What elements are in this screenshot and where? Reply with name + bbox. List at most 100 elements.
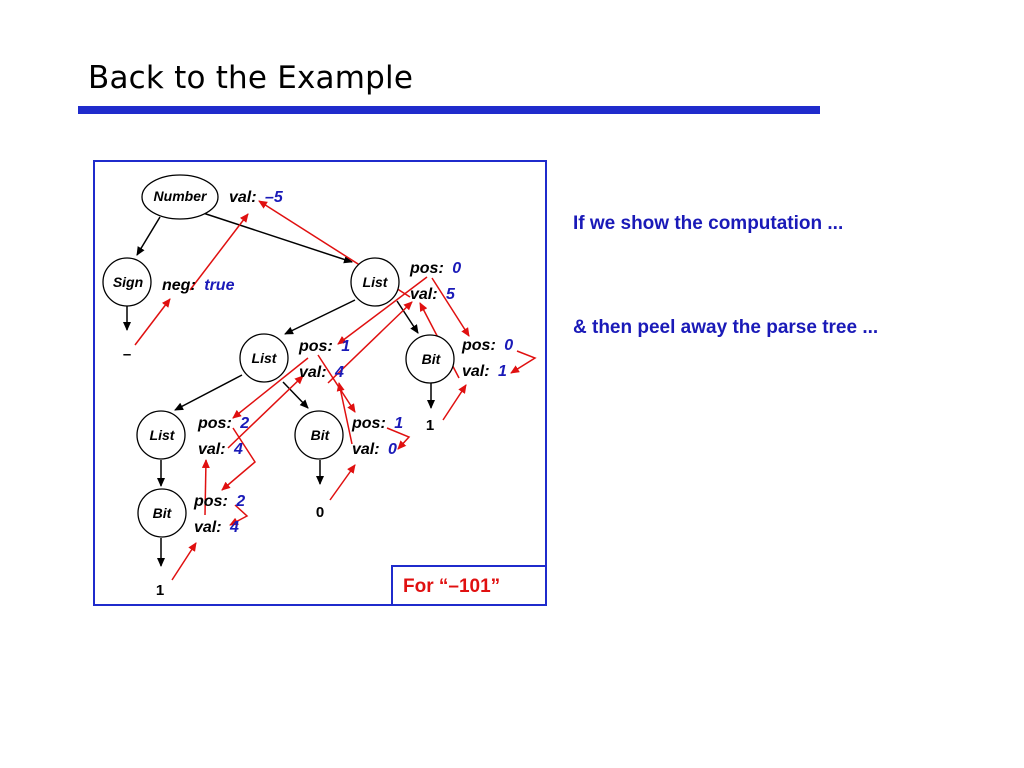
- attr-list-top-val: val: 5: [410, 286, 456, 303]
- attr-list-bottom-pos: pos: 2: [197, 415, 249, 432]
- title-rule: [78, 106, 820, 114]
- flow-pos0-to-bit-right-pos: [431, 277, 470, 337]
- node-bit-right-shape: [405, 334, 455, 384]
- flow-bit-right-pos-to-val: [510, 350, 537, 374]
- node-bit-right: Bit: [405, 334, 455, 384]
- attr-bit-right-val-value: 1: [498, 363, 507, 380]
- node-list-bottom-shape: [136, 410, 186, 460]
- node-sign: Sign: [102, 257, 152, 307]
- flow-bit-mid-leaf-to-val: [329, 464, 356, 501]
- attr-list-mid-pos-name: pos:: [298, 338, 333, 355]
- attr-bit-mid-pos-value: 1: [394, 415, 403, 432]
- attr-list-top-pos: pos: 0: [409, 260, 461, 277]
- attr-bit-bottom-pos: pos: 2: [193, 493, 245, 510]
- flow-list-bottom-val-to-list-mid-val: [227, 375, 304, 449]
- flow-list-mid-pos-to-list-bottom-pos: [232, 357, 309, 419]
- attr-sign-neg: neg: true: [162, 277, 235, 294]
- attr-list-mid-val-name: val:: [299, 364, 327, 381]
- node-bit-mid: Bit: [294, 410, 344, 460]
- node-bit-mid-shape: [294, 410, 344, 460]
- attr-bit-bottom-val-value: 4: [229, 519, 239, 536]
- attr-list-bottom-val-name: val:: [198, 441, 226, 458]
- attr-number-val-name: val:: [229, 189, 257, 206]
- node-bit-right-label: Bit: [422, 351, 442, 367]
- attr-number-val: val: –5: [229, 189, 284, 206]
- flow-list-mid-pos-to-bit-mid-pos: [317, 354, 356, 413]
- attr-sign-neg-value: true: [204, 277, 234, 294]
- attr-list-top-val-name: val:: [410, 286, 438, 303]
- node-bit-bottom: Bit: [137, 488, 187, 538]
- attr-list-bottom-pos-name: pos:: [197, 415, 232, 432]
- node-number-shape: [141, 174, 219, 220]
- attr-bit-bottom-pos-value: 2: [235, 493, 245, 510]
- edge-list-top-bit-right: [396, 300, 419, 334]
- edge-list-mid-list-bottom: [174, 374, 243, 411]
- attr-bit-right-val: val: 1: [462, 363, 507, 380]
- node-list-top-shape: [350, 257, 400, 307]
- attr-list-bottom-pos-value: 2: [239, 415, 249, 432]
- attr-list-top-pos-name: pos:: [409, 260, 444, 277]
- attr-bit-mid-pos: pos: 1: [351, 415, 403, 432]
- leaf-minus: –: [123, 346, 131, 363]
- attr-list-top-pos-value: 0: [452, 260, 461, 277]
- attr-bit-bottom-pos-name: pos:: [193, 493, 228, 510]
- flow-list-mid-val-to-list-top-val: [327, 301, 413, 384]
- flow-bit-bottom-leaf-to-val: [171, 542, 197, 581]
- node-bit-bottom-label: Bit: [153, 505, 173, 521]
- attr-bit-mid-pos-name: pos:: [351, 415, 386, 432]
- flow-bit-right-leaf-to-val: [442, 384, 467, 421]
- flow-sign-leaf-to-neg: [134, 298, 171, 346]
- edge-list-top-list-mid: [284, 299, 356, 335]
- attr-bit-right-pos-name: pos:: [461, 337, 496, 354]
- attr-bit-mid-val-name: val:: [352, 441, 380, 458]
- attr-bit-right-pos: pos: 0: [461, 337, 513, 354]
- attr-bit-bottom-val-name: val:: [194, 519, 222, 536]
- note-peel-tree: & then peel away the parse tree ...: [573, 317, 879, 338]
- edge-list-mid-bit-mid: [282, 381, 309, 409]
- attr-list-mid-val-value: 4: [334, 364, 344, 381]
- attr-bit-bottom-val: val: 4: [194, 519, 239, 536]
- caption-box: [391, 565, 547, 606]
- node-list-bottom-label: List: [150, 427, 176, 443]
- attr-bit-right-pos-value: 0: [504, 337, 513, 354]
- leaf-bit-bottom: 1: [156, 582, 164, 599]
- node-list-mid-label: List: [252, 350, 278, 366]
- node-bit-mid-label: Bit: [311, 427, 331, 443]
- tree-edges: [123, 212, 435, 567]
- edge-number-list: [202, 212, 353, 264]
- node-list-top: List: [350, 257, 400, 307]
- flow-bit-mid-val-to-list-mid-val: [336, 382, 353, 445]
- node-list-mid-shape: [239, 333, 289, 383]
- edge-number-sign: [136, 216, 161, 256]
- node-number-label: Number: [154, 188, 208, 204]
- flow-bit-bottom-pos-to-val: [229, 504, 249, 526]
- caption-for-input: For “–101”: [403, 576, 500, 597]
- attr-sign-neg-name: neg:: [162, 277, 196, 294]
- attr-number-val-value: –5: [265, 189, 284, 206]
- flow-neg-to-number-val: [189, 213, 249, 291]
- attr-list-mid-val: val: 4: [299, 364, 344, 381]
- note-computation: If we show the computation ...: [573, 213, 844, 234]
- attr-bit-mid-val: val: 0: [352, 441, 397, 458]
- attr-list-mid-pos: pos: 1: [298, 338, 350, 355]
- diagram-frame: [93, 160, 547, 606]
- node-sign-label: Sign: [113, 274, 143, 290]
- node-list-top-label: List: [363, 274, 389, 290]
- attr-list-bottom-val: val: 4: [198, 441, 243, 458]
- leaf-bit-mid: 0: [316, 504, 324, 521]
- node-list-bottom: List: [136, 410, 186, 460]
- slide-title: Back to the Example: [88, 60, 414, 96]
- node-number: Number: [141, 174, 219, 220]
- node-sign-shape: [102, 257, 152, 307]
- attr-bit-right-val-name: val:: [462, 363, 490, 380]
- node-bit-bottom-shape: [137, 488, 187, 538]
- flow-bit-bottom-val-to-list-val: [201, 459, 210, 516]
- flow-list-bottom-pos-to-bit-pos: [221, 427, 256, 491]
- attr-list-bottom-val-value: 4: [233, 441, 243, 458]
- attr-list-top-val-value: 5: [446, 286, 456, 303]
- flow-pos0-to-list-mid-pos: [337, 276, 428, 345]
- attr-list-mid-pos-value: 1: [341, 338, 350, 355]
- attr-bit-mid-val-value: 0: [388, 441, 397, 458]
- flow-bit-mid-pos-to-val: [386, 427, 411, 450]
